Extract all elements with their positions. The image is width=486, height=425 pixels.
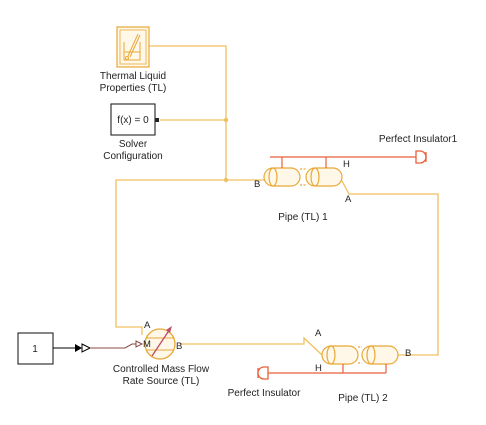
ps-converter-icon xyxy=(81,343,92,353)
mass-flow-source-block[interactable] xyxy=(144,326,176,360)
thermal-liquid-properties-block[interactable] xyxy=(116,26,150,68)
constant-block[interactable]: 1 xyxy=(17,332,54,365)
pipe-icon xyxy=(321,345,399,365)
pipe1-to-pipe2-connection[interactable] xyxy=(341,180,439,356)
perfect-insulator-block[interactable] xyxy=(257,366,269,380)
pipe-1-port-h: H xyxy=(343,159,350,170)
insulator-icon xyxy=(257,366,269,380)
pipe-1-thermal-network xyxy=(270,156,416,168)
perfect-insulator-1-label: Perfect Insulator1 xyxy=(379,134,458,145)
source-to-pipe2-connection[interactable] xyxy=(180,336,323,356)
pipe-2-thermal-network xyxy=(264,364,387,374)
pipe-2-port-a: A xyxy=(315,328,322,339)
tl-properties-label-line2: Properties (TL) xyxy=(100,83,167,94)
thermometer-beaker-icon xyxy=(123,33,141,61)
constant-value: 1 xyxy=(32,344,38,355)
junction-dot xyxy=(223,177,229,183)
solver-label-line1: Solver xyxy=(119,139,148,150)
perfect-insulator-label: Perfect Insulator xyxy=(228,388,301,399)
source-label-line1: Controlled Mass Flow xyxy=(113,364,210,375)
loop-left-connection[interactable] xyxy=(115,179,264,335)
tl-properties-connection[interactable] xyxy=(149,45,227,180)
pipe-1-port-b: B xyxy=(254,179,260,190)
pipe-2-port-h: H xyxy=(315,363,322,374)
solver-label-line2: Configuration xyxy=(103,151,162,162)
source-port-m: M xyxy=(143,339,151,350)
pipe-1-block[interactable] xyxy=(263,156,416,187)
signal-connection[interactable] xyxy=(53,340,144,353)
pipe-icon xyxy=(263,167,343,187)
insulator-icon xyxy=(415,150,427,164)
pipe-1-port-a: A xyxy=(345,194,352,205)
perfect-insulator-1-block[interactable] xyxy=(415,150,427,164)
pipe-2-label: Pipe (TL) 2 xyxy=(338,393,388,404)
tl-properties-label-line1: Thermal Liquid xyxy=(100,71,166,82)
source-port-b: B xyxy=(176,341,182,352)
arrow-icon xyxy=(75,344,82,352)
controlled-arrow-icon xyxy=(151,326,172,357)
source-label-line2: Rate Source (TL) xyxy=(123,376,200,387)
pipe-2-block[interactable] xyxy=(264,345,399,374)
thermal-liquid-connections[interactable] xyxy=(115,45,439,356)
pipe-2-port-b: B xyxy=(405,348,411,359)
source-port-a: A xyxy=(144,320,151,331)
solver-expression: f(x) = 0 xyxy=(117,115,149,126)
ps-port-icon xyxy=(135,340,144,348)
flow-source-icon xyxy=(146,337,174,351)
pipe-1-label: Pipe (TL) 1 xyxy=(278,212,328,223)
junction-dot xyxy=(223,117,229,123)
solver-configuration-block[interactable]: f(x) = 0 xyxy=(110,103,159,136)
